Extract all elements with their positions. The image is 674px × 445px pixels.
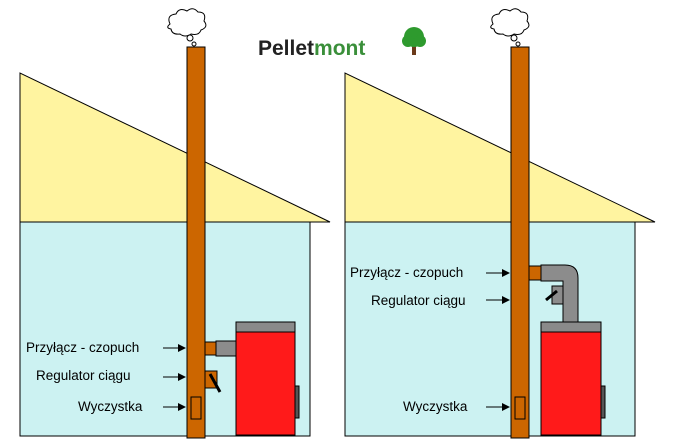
- brand-name: Pelletmont: [258, 37, 365, 60]
- right-label-cleanout: Wyczystka: [403, 399, 468, 414]
- left-label-connector: Przyłącz - czopuch: [26, 340, 139, 355]
- left-connector-stub: [204, 341, 217, 356]
- left-boiler: [235, 321, 300, 436]
- right-boiler: [540, 321, 606, 436]
- left-house: Przyłącz - czopuch Regulator ciągu Wyczy…: [19, 8, 331, 439]
- right-label-draft-regulator: Regulator ciągu: [371, 293, 466, 308]
- smoke-cloud-icon: [167, 8, 207, 47]
- left-draft-regulator: [204, 370, 222, 393]
- left-cleanout-door: [190, 396, 202, 420]
- right-connector-stub: [528, 265, 542, 281]
- left-label-cleanout: Wyczystka: [78, 399, 143, 414]
- right-connector-elbow-pipe: [540, 264, 579, 323]
- right-roof: [344, 72, 656, 223]
- right-house: Przyłącz - czopuch Regulator ciągu Wyczy…: [344, 8, 656, 439]
- left-roof: [19, 72, 331, 223]
- right-draft-regulator: [545, 285, 564, 305]
- right-label-connector: Przyłącz - czopuch: [350, 265, 463, 280]
- left-connector-pipe: [215, 340, 237, 357]
- right-cleanout-door: [514, 396, 526, 420]
- tree-logo-icon: [402, 27, 426, 55]
- right-chimney: [510, 46, 530, 439]
- smoke-cloud-icon: [490, 8, 530, 47]
- left-label-draft-regulator: Regulator ciągu: [36, 368, 131, 383]
- left-chimney: [186, 46, 206, 439]
- brand-logo: Pelletmont: [258, 27, 426, 60]
